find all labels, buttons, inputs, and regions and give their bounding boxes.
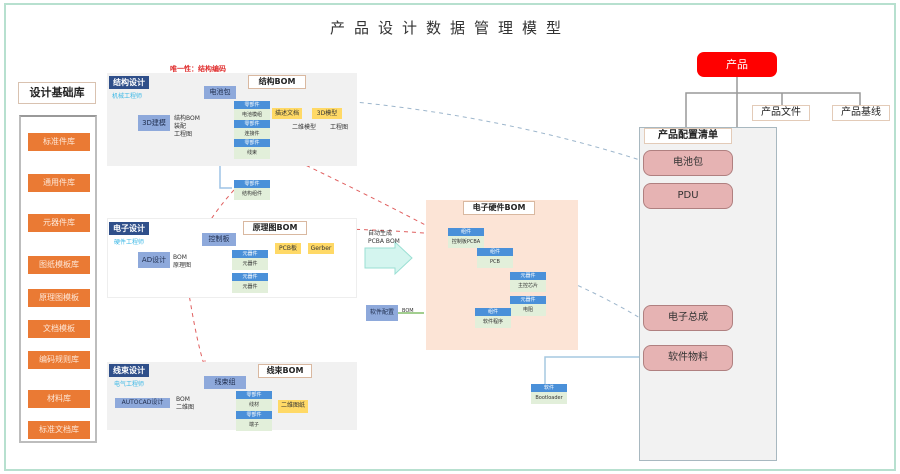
- ebom-title: 电子硬件BOM: [463, 201, 535, 215]
- structure-bom-title: 结构BOM: [248, 75, 306, 89]
- electronic-root[interactable]: 控制板: [202, 233, 236, 246]
- cable-subtitle: 电气工程师: [114, 381, 145, 388]
- product-branches: [685, 92, 861, 127]
- config-item[interactable]: 软件物料: [643, 345, 733, 371]
- config-panel: [639, 127, 777, 461]
- uniqueness-annotation: 唯一性：结构编码: [170, 65, 226, 73]
- library-item[interactable]: 通用件库: [28, 174, 90, 192]
- config-item[interactable]: 电子总成: [643, 305, 733, 331]
- software-link-line: [544, 356, 641, 385]
- cable-root[interactable]: 线束组: [204, 376, 246, 389]
- library-panel: 标准件库 通用件库 元器件库 图纸模板库 原理图模板 文档模板 编码规则库 材料…: [19, 115, 97, 443]
- cable-card[interactable]: 零部件线材: [236, 391, 272, 411]
- software-config-node[interactable]: 软件配置: [366, 305, 398, 321]
- config-title: 产品配置清单: [644, 128, 732, 144]
- electronic-subtitle: 硬件工程师: [114, 239, 145, 246]
- library-item[interactable]: 元器件库: [28, 214, 90, 232]
- cable-tag[interactable]: 二维图纸: [278, 400, 308, 413]
- library-item[interactable]: 材料库: [28, 390, 90, 408]
- library-item[interactable]: 文档模板: [28, 320, 90, 338]
- generate-arrow: [364, 240, 413, 276]
- structure-subtitle: 机械工程师: [112, 93, 143, 100]
- ebom-card[interactable]: 元器件主控芯片: [510, 272, 546, 292]
- page-title: 产品设计数据管理模型: [329, 19, 570, 37]
- diagram-frame: [4, 3, 896, 471]
- structure-card[interactable]: 零部件连接件: [234, 120, 270, 140]
- electronic-card[interactable]: 元器件元器件: [232, 273, 268, 293]
- electronic-tag[interactable]: Gerber: [308, 243, 334, 254]
- structure-root[interactable]: 电池包: [204, 86, 236, 99]
- ebom-card[interactable]: 组件控制板PCBA: [448, 228, 484, 248]
- library-item[interactable]: 图纸模板库: [28, 256, 90, 274]
- software-link-label: BOM: [402, 308, 414, 314]
- electronic-bom-title: 原理图BOM: [243, 221, 307, 235]
- product-root[interactable]: 产品: [697, 52, 777, 77]
- structure-doc-tag[interactable]: 描述文档: [272, 108, 302, 119]
- structure-card[interactable]: 零部件线束: [234, 139, 270, 159]
- structure-doc-child: 二维模型: [292, 124, 317, 131]
- product-branch[interactable]: 产品文件: [752, 105, 810, 121]
- structure-tool[interactable]: 3D建模: [138, 115, 170, 131]
- library-item[interactable]: 编码规则库: [28, 351, 90, 369]
- electronic-title: 电子设计: [109, 222, 149, 235]
- cable-title: 线束设计: [109, 364, 149, 377]
- config-item[interactable]: 电池包: [643, 150, 733, 176]
- structure-doc-tag[interactable]: 3D模型: [312, 108, 342, 119]
- electronic-card[interactable]: 元器件元器件: [232, 250, 268, 270]
- electronic-tool[interactable]: AD设计: [138, 252, 170, 268]
- library-item[interactable]: 标准文档库: [28, 421, 90, 439]
- structure-card[interactable]: 零部件结构组件: [234, 180, 270, 200]
- structure-card[interactable]: 零部件电池模组: [234, 101, 270, 121]
- library-item[interactable]: 原理图模板: [28, 289, 90, 307]
- ebom-card[interactable]: 元器件电阻: [510, 296, 546, 316]
- cable-card[interactable]: 零部件端子: [236, 411, 272, 431]
- cable-tool[interactable]: AUTOCAD设计: [115, 398, 170, 408]
- config-item[interactable]: PDU: [643, 183, 733, 209]
- structure-doc-child: 工程图: [330, 124, 349, 131]
- cable-bom-title: 线束BOM: [258, 364, 312, 378]
- ebom-card[interactable]: 组件软件程序: [475, 308, 511, 328]
- product-branch[interactable]: 产品基线: [832, 105, 890, 121]
- electronic-tag[interactable]: PCB板: [275, 243, 301, 254]
- library-item[interactable]: 标准件库: [28, 133, 90, 151]
- library-title: 设计基础库: [18, 82, 96, 104]
- structure-title: 结构设计: [109, 76, 149, 89]
